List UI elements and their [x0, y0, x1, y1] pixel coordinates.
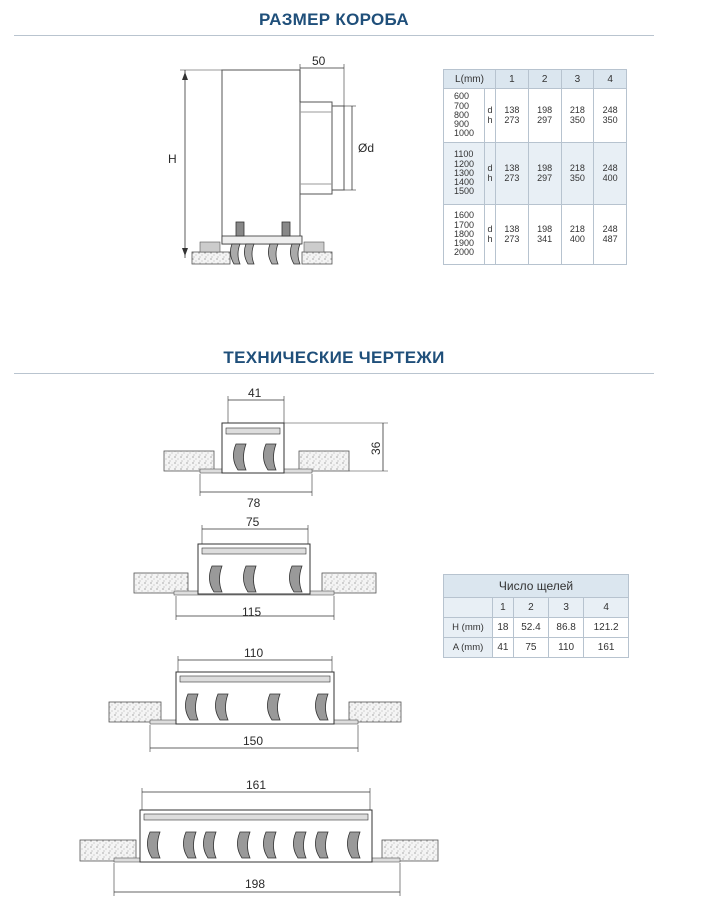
slots-table-caption: Число щелей: [443, 574, 629, 598]
tech1-bottom-dim: 78: [247, 496, 261, 510]
tech2-top-dim: 75: [246, 515, 260, 529]
box-body: [221, 69, 301, 245]
tech-drawings-title: ТЕХНИЧЕСКИЕ ЧЕРТЕЖИ: [223, 348, 445, 367]
table-row: 1100 1200 1300 1400 1500 d h 138 273 198…: [443, 142, 627, 205]
slots-table: Число щелей 1 2 3 4 H (mm) 18 52.4 86.8 …: [443, 574, 629, 658]
tech-drawing-2: 75 115: [133, 515, 377, 620]
box-size-table: L(mm) 1 2 3 4 600 700 800 900 1000 d h 1…: [443, 69, 627, 265]
tech-drawing-1: 41 78 36: [163, 386, 388, 510]
box-dim-50: 50: [312, 54, 326, 68]
box-dim-height: H: [168, 152, 177, 166]
table-row: 600 700 800 900 1000 d h 138 273 198 297…: [443, 88, 627, 143]
table-header-l: L(mm): [443, 69, 496, 89]
tech3-bottom-dim: 150: [243, 734, 263, 748]
tech1-top-dim: 41: [248, 386, 262, 400]
spigot: [299, 101, 333, 195]
box-dim-diameter: Ød: [358, 141, 374, 155]
tech-drawing-3: 110 150: [108, 646, 402, 752]
tech4-bottom-dim: 198: [245, 877, 265, 891]
box-size-divider: [14, 35, 654, 36]
table-row: 1600 1700 1800 1900 2000 d h 138 273 198…: [443, 204, 627, 265]
table-row: A (mm) 41 75 110 161: [443, 637, 629, 658]
tech-drawings-divider: [14, 373, 654, 374]
tech1-side-dim: 36: [369, 441, 383, 455]
tech-drawing-4: 161 198: [79, 778, 439, 896]
tech3-top-dim: 110: [244, 646, 263, 660]
tech2-bottom-dim: 115: [242, 605, 261, 619]
box-diffuser-profile: [221, 221, 303, 265]
tech4-top-dim: 161: [246, 778, 266, 792]
table-row: H (mm) 18 52.4 86.8 121.2: [443, 617, 629, 638]
box-size-title: РАЗМЕР КОРОБА: [258, 10, 410, 29]
